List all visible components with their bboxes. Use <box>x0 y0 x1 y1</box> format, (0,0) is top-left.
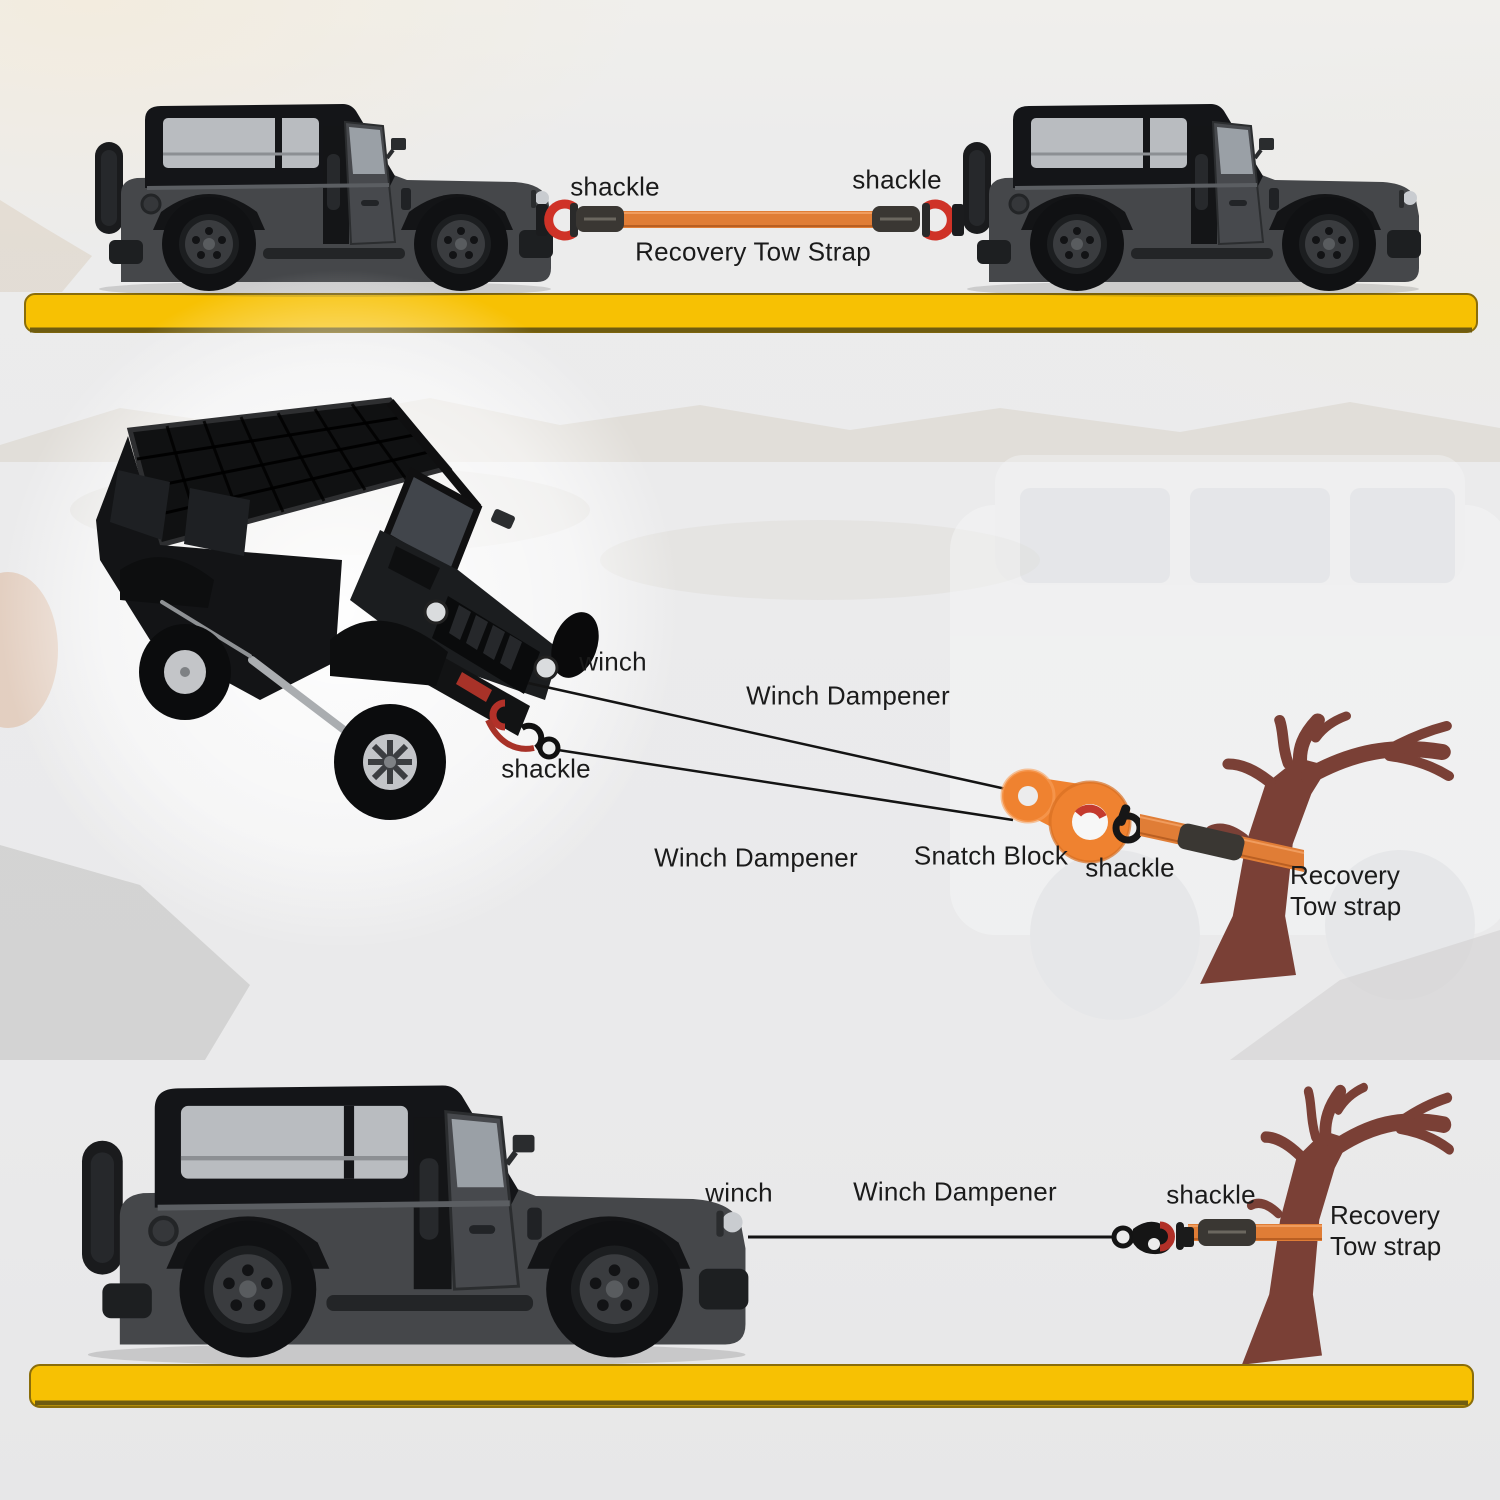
label-recovery-bottom-line2: Tow strap <box>1330 1231 1442 1261</box>
shackle-red-left-icon <box>544 199 577 241</box>
shackle-pin-right <box>922 203 930 237</box>
label-winch-dampener-upper: Winch Dampener <box>746 680 950 711</box>
tow-strap-assembly-top <box>536 199 964 241</box>
label-shackle-top-left: shackle <box>570 171 660 202</box>
tree-strap-middle <box>1112 804 1305 872</box>
jeep-glow <box>0 270 680 950</box>
cable-ring-icon <box>537 736 561 760</box>
strap-through-block <box>1074 804 1107 820</box>
tree-strap-bottom <box>1132 1219 1322 1255</box>
label-winch-middle: winch <box>579 646 647 677</box>
label-shackle-middle-vehicle: shackle <box>501 753 591 784</box>
jeep-towing-vehicle <box>961 102 1423 299</box>
cable-ring-bottom-icon <box>1111 1225 1135 1249</box>
label-winch-bottom: winch <box>705 1177 773 1208</box>
label-shackle-bottom: shackle <box>1166 1179 1256 1210</box>
ghost-slope-left <box>0 845 250 1060</box>
snatch-block <box>1000 768 1132 864</box>
shackle-strap-loop <box>485 718 535 752</box>
tow-mount-right <box>952 204 964 236</box>
label-snatch-block: Snatch Block <box>913 840 1069 871</box>
label-recovery-tow-strap-middle: Recovery Tow strap <box>1290 860 1401 922</box>
shackle-pin-left <box>570 203 578 237</box>
ground-bar-bottom <box>29 1364 1474 1408</box>
label-recovery-bottom-line1: Recovery <box>1330 1200 1440 1230</box>
recovery-tow-strap-top <box>622 211 874 228</box>
tow-mount-left <box>536 204 548 236</box>
jeep-winching-vehicle <box>96 397 599 820</box>
shackle-red-right-icon <box>923 199 956 241</box>
label-winch-dampener-bottom: Winch Dampener <box>853 1176 1057 1207</box>
label-recovery-tow-strap-bottom: Recovery Tow strap <box>1330 1200 1441 1262</box>
label-recovery-middle-line1: Recovery <box>1290 860 1400 890</box>
snatch-block-small-hole <box>1018 786 1038 806</box>
label-recovery-middle-line2: Tow strap <box>1290 891 1402 921</box>
strap-sleeve-middle <box>1177 823 1245 861</box>
winch-cable-upper <box>527 681 1016 793</box>
jeep-towed-vehicle <box>93 102 555 299</box>
shackle-red-front-icon <box>489 699 506 731</box>
label-shackle-top-right: shackle <box>852 164 942 195</box>
ghost-hill-top-left <box>0 200 92 292</box>
label-recovery-tow-strap-top: Recovery Tow Strap <box>635 236 871 267</box>
shackle-red-bottom-icon <box>1159 1221 1175 1252</box>
label-shackle-middle-block: shackle <box>1085 852 1175 883</box>
background-ghost-scenery <box>0 200 1500 1060</box>
ghost-slope-right <box>1230 930 1500 1060</box>
label-winch-dampener-lower: Winch Dampener <box>654 842 858 873</box>
winch-cable-lower <box>557 748 1014 822</box>
jeep-winching-vehicle-bottom <box>82 1085 748 1366</box>
ghost-terrain <box>600 520 1040 600</box>
